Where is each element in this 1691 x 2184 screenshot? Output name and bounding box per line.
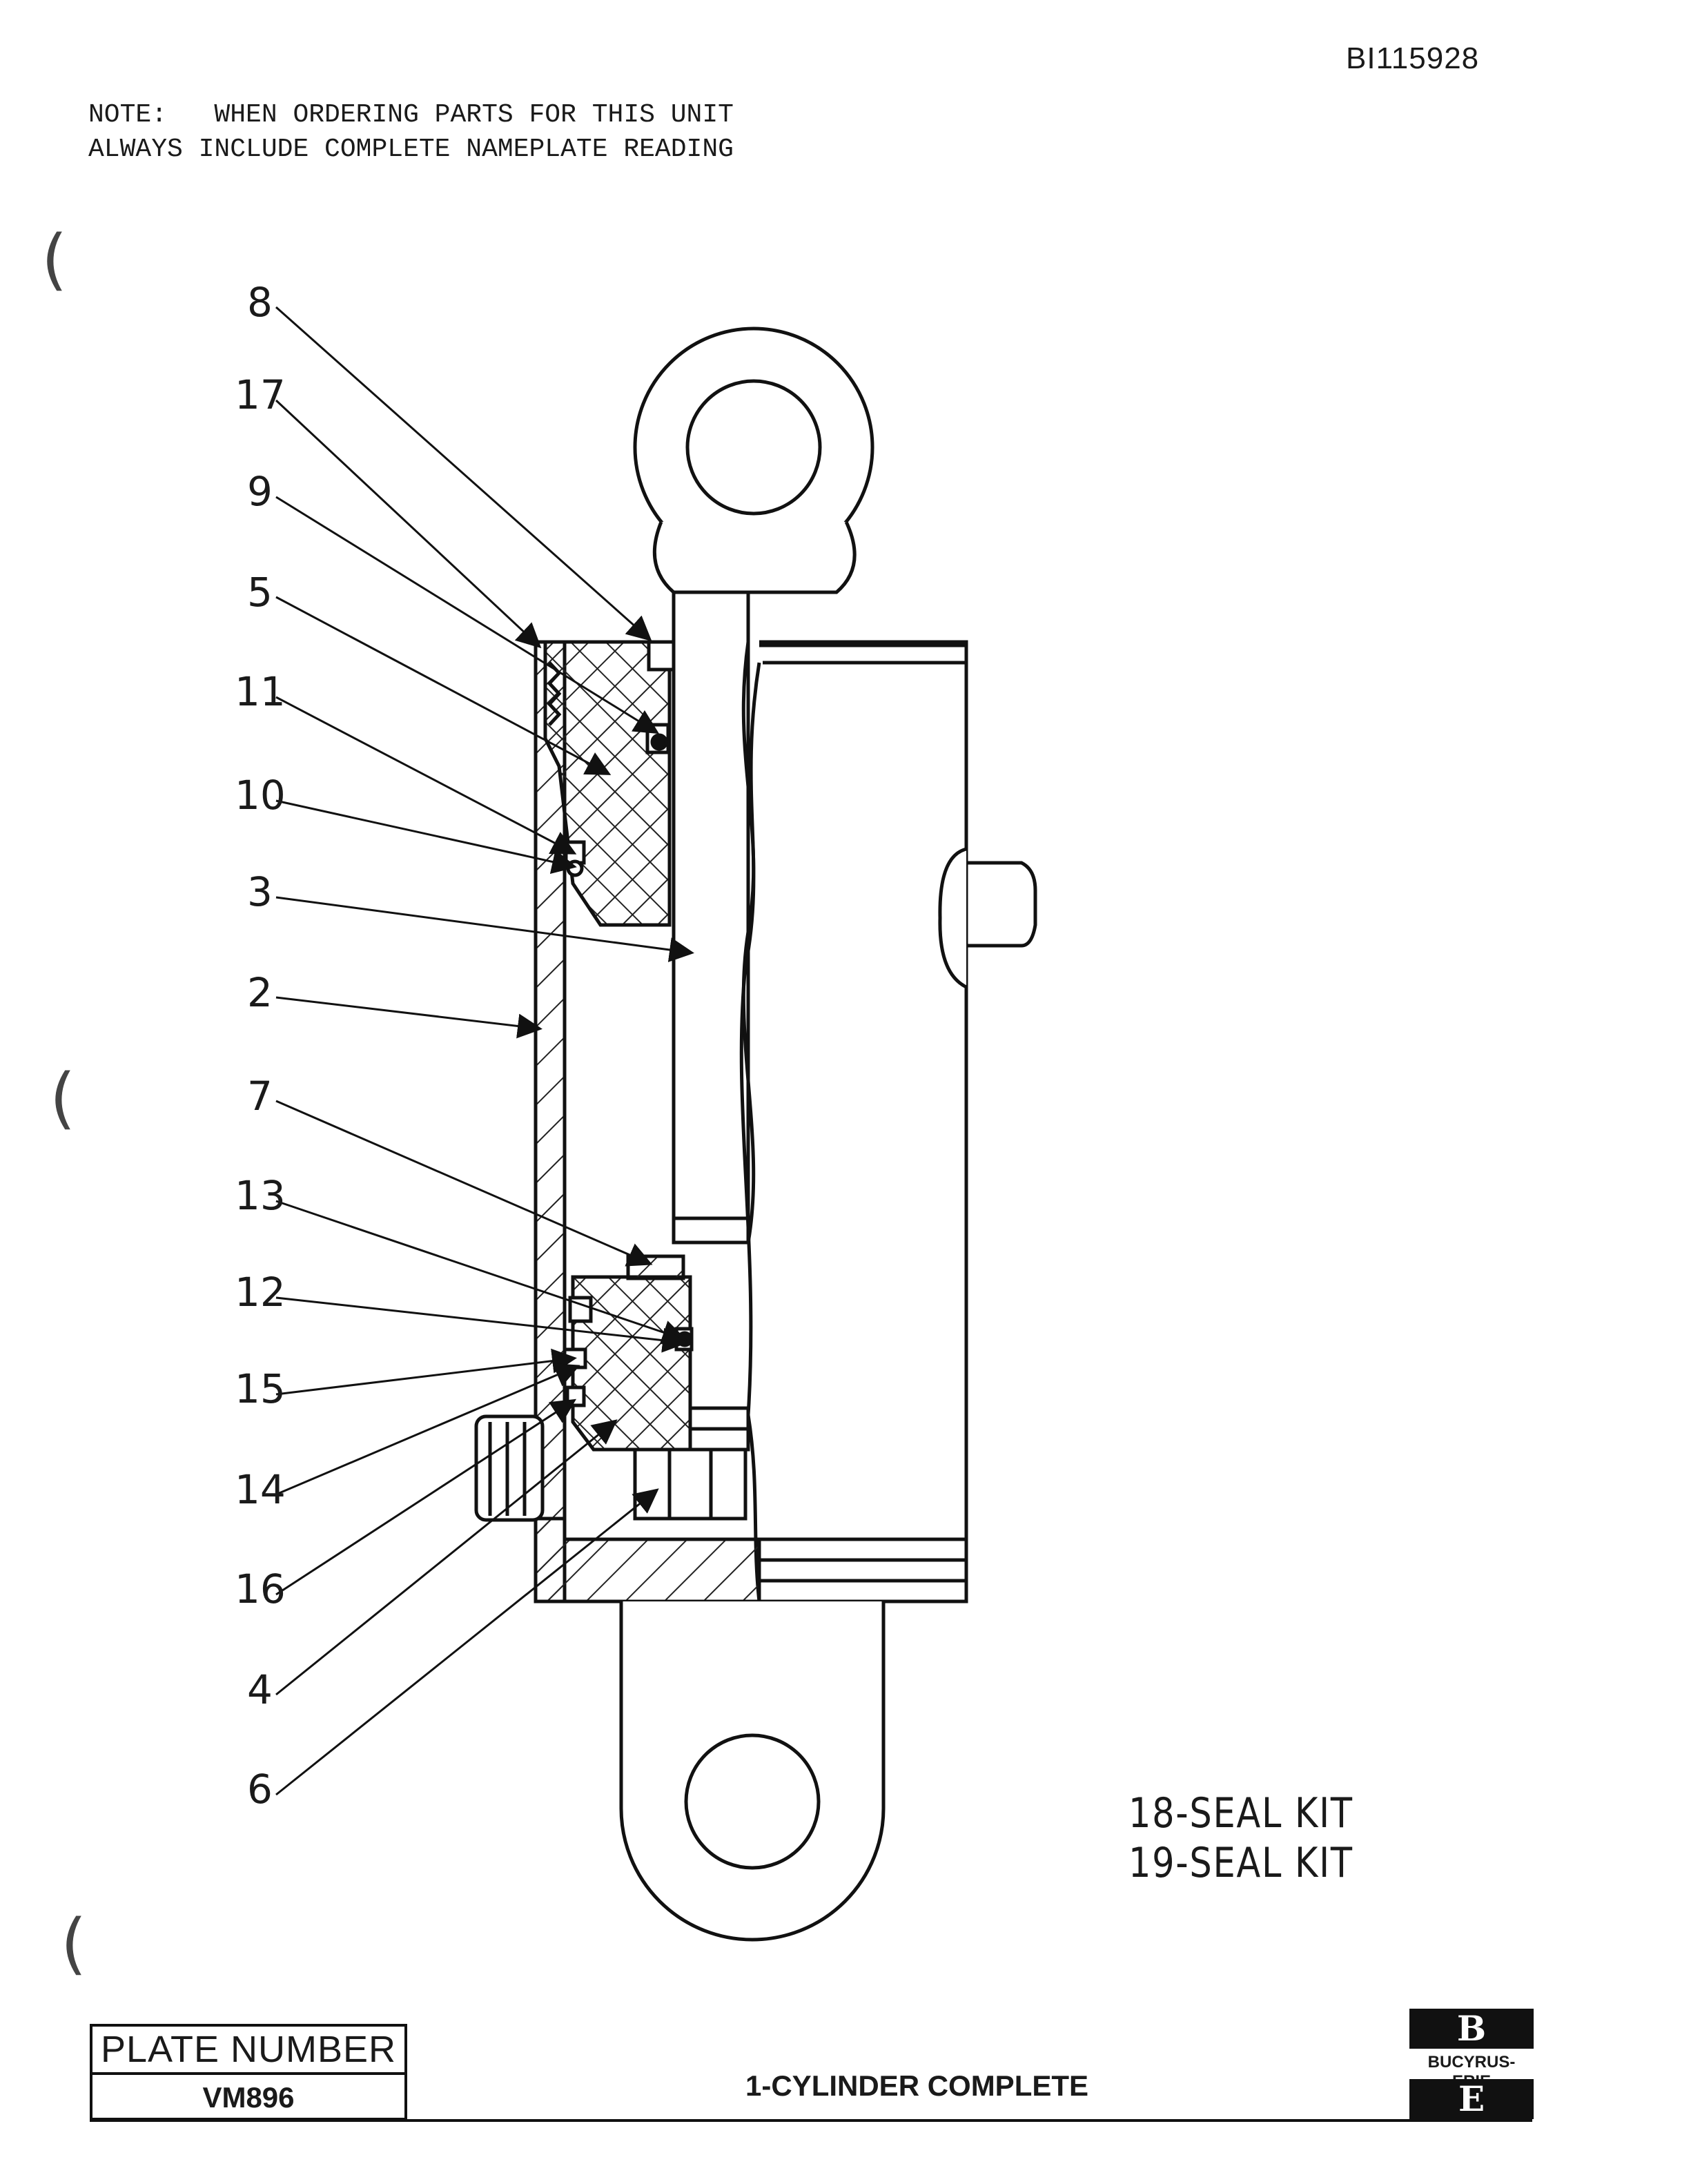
fitting-plug (474, 1414, 545, 1522)
punch-hole-mark-bottom: ( (61, 1905, 87, 1982)
callout-15: 15 (235, 1365, 286, 1412)
plate-number-value: VM896 (202, 2081, 295, 2114)
seal-kit-18: 18-SEAL KIT (1128, 1789, 1353, 1837)
callout-12: 12 (235, 1269, 286, 1316)
punch-hole-mark-top: ( (41, 221, 68, 298)
callout-10: 10 (235, 772, 286, 819)
bucyrus-erie-logo: B BUCYRUS-ERIE E (1409, 2009, 1534, 2119)
callout-14: 14 (235, 1466, 286, 1513)
callout-group (275, 306, 694, 1796)
cap-end-section (534, 1517, 761, 1603)
ordering-note: NOTE: WHEN ORDERING PARTS FOR THIS UNIT … (88, 98, 734, 167)
callout-7: 7 (247, 1073, 273, 1120)
logo-b-block: B (1409, 2009, 1534, 2049)
bottom-eye (619, 1601, 886, 1942)
callout-13: 13 (235, 1172, 286, 1219)
plate-number-box: PLATE NUMBER VM896 (90, 2024, 407, 2120)
callout-3: 3 (247, 868, 273, 915)
bottom-eye-bore (684, 1733, 821, 1870)
document-id: BI115928 (1346, 41, 1480, 75)
top-eye-bore (685, 379, 822, 516)
piston-rod (672, 590, 750, 1245)
callout-4: 4 (247, 1666, 273, 1713)
piston-nut (633, 1447, 747, 1521)
callout-5: 5 (247, 569, 273, 616)
callout-labels: 8 17 9 5 11 10 3 2 7 13 12 15 14 16 4 6 (235, 279, 286, 1813)
cylinder-tube-exterior (759, 640, 968, 1603)
callout-9: 9 (247, 468, 273, 515)
drawing-title: 1-CYLINDER COMPLETE (745, 2069, 1089, 2102)
callout-2: 2 (247, 969, 273, 1016)
callout-17: 17 (235, 371, 286, 418)
plate-number-label: PLATE NUMBER (92, 2027, 404, 2075)
port-boss (938, 847, 968, 989)
note-line-1: NOTE: WHEN ORDERING PARTS FOR THIS UNIT (88, 100, 734, 130)
callout-16: 16 (235, 1566, 286, 1612)
title-block-rule (90, 2119, 1532, 2122)
note-line-2: ALWAYS INCLUDE COMPLETE NAMEPLATE READIN… (88, 135, 734, 164)
seal-kit-19: 19-SEAL KIT (1128, 1839, 1353, 1887)
logo-e-block: E (1409, 2079, 1534, 2119)
punch-hole-mark-middle: ( (50, 1060, 76, 1137)
callout-6: 6 (247, 1766, 273, 1813)
top-eye-neck (652, 520, 857, 594)
callout-8: 8 (247, 279, 273, 326)
callout-11: 11 (235, 668, 286, 715)
